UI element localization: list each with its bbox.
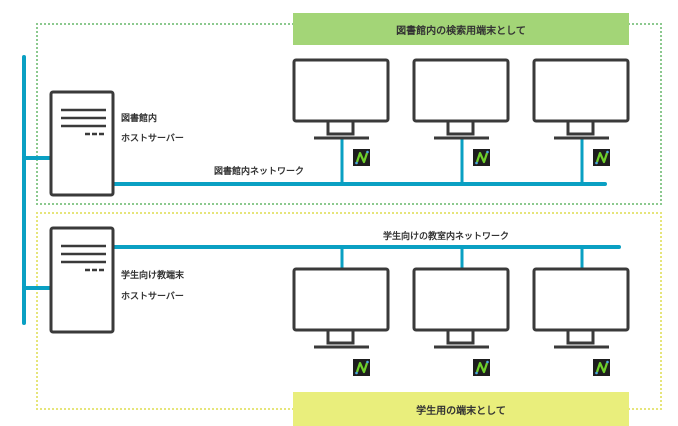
library-terminal-app-icon [593,149,610,166]
library-terminal-app-icon [353,149,370,166]
student-terminal-app-icon [593,359,610,376]
library-terminal-app-icon [473,149,490,166]
library-banner: 図書館内の検索用端末として [293,13,629,45]
library-server-label-line1: 図書館内 [121,114,158,124]
student-network-label: 学生向けの教室内ネットワーク [383,232,510,242]
student-server-label-line2: ホストサーバー [121,292,184,302]
student-terminal-app-icon [353,359,370,376]
student-server-label-line1: 学生向け教端末 [121,271,185,281]
student-banner: 学生用の端末として [293,392,629,426]
library-server-icon [49,90,115,197]
student-terminal-monitor-icon [412,267,510,349]
student-terminal-app-icon [473,359,490,376]
student-terminal-monitor-icon [292,267,390,349]
library-server-label-line2: ホストサーバー [121,134,184,144]
library-terminal-monitor-icon [292,58,390,140]
library-terminal-monitor-icon [532,58,630,140]
library-terminal-monitor-icon [412,58,510,140]
student-server-icon [49,226,115,334]
library-network-label: 図書館内ネットワーク [214,167,305,177]
student-terminal-monitor-icon [532,267,630,349]
